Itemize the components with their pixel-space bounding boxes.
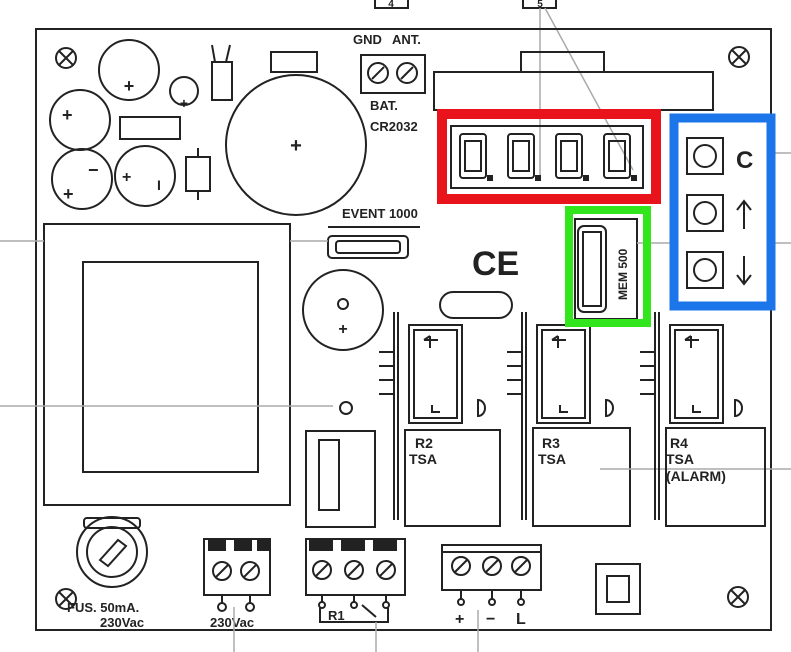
svg-text:TSA: TSA [666, 451, 694, 467]
mem-label: MEM 500 [616, 248, 630, 300]
c-button-label: C [736, 147, 753, 174]
down-arrow-icon [736, 256, 752, 286]
capacitor-small [169, 76, 199, 106]
crystal-oscillator [439, 291, 513, 319]
svg-text:+: + [124, 76, 135, 96]
r1-terminal [305, 538, 406, 623]
gnd-label: GND [353, 32, 382, 47]
square-component [595, 563, 641, 615]
svg-text:+: + [62, 105, 73, 125]
svg-text:R4: R4 [670, 435, 688, 451]
relay-r4: R4 TSA (ALARM) [640, 312, 766, 527]
capacitor-bottom-left [51, 148, 113, 210]
capacitor-mid [49, 89, 111, 151]
battery-cr2032 [225, 74, 367, 216]
cr2032-label: CR2032 [370, 119, 418, 134]
svg-text:+: + [180, 95, 188, 111]
relay-r1 [305, 430, 376, 528]
ant-label: ANT. [392, 32, 421, 47]
svg-text:−: − [88, 160, 99, 180]
digit-3 [555, 133, 589, 181]
fuse-label: FUS. 50mA. [67, 600, 139, 615]
relay-r2: R2 TSA [379, 312, 501, 527]
supply-label: 230Vac [210, 615, 254, 630]
svg-text:TSA: TSA [538, 451, 566, 467]
seven-segment-display [450, 125, 644, 189]
svg-text:R3: R3 [542, 435, 560, 451]
buttons-highlight [669, 113, 776, 311]
relay-r3: R3 TSA [507, 312, 631, 527]
capacitor-bottom-mid [114, 145, 176, 207]
supply-terminal [203, 538, 271, 612]
ce-mark: CE [472, 245, 519, 283]
minus-label: − [486, 611, 495, 628]
fuse-holder [76, 516, 148, 588]
transformer [43, 223, 291, 506]
antenna-terminal [360, 54, 426, 94]
screw-top-right [728, 46, 750, 68]
svg-text:TSA: TSA [409, 451, 437, 467]
up-arrow-icon [736, 199, 752, 229]
digit-1 [459, 133, 493, 181]
svg-text:4: 4 [388, 0, 394, 10]
callout-4: 4 [374, 0, 409, 10]
svg-text:+: + [122, 169, 131, 186]
svg-text:+: + [63, 184, 74, 204]
down-button[interactable] [686, 251, 724, 289]
r1-label: R1 [328, 608, 345, 623]
digit-4 [603, 133, 637, 181]
up-button[interactable] [686, 194, 724, 232]
screw-top-left [55, 47, 77, 69]
svg-text:5: 5 [537, 0, 543, 10]
svg-text:I: I [157, 177, 161, 193]
board-outline [35, 28, 772, 631]
plus-label: + [455, 611, 464, 628]
bat-label: BAT. [370, 98, 398, 113]
fuse-voltage-label: 230Vac [100, 615, 144, 630]
buzzer [302, 269, 384, 351]
svg-text:+: + [290, 135, 302, 157]
screw-bottom-left [55, 588, 77, 610]
screw-bottom-right [727, 586, 749, 608]
c-button[interactable] [686, 137, 724, 175]
svg-text:+: + [338, 321, 347, 338]
capacitor-large [98, 39, 160, 101]
digit-2 [507, 133, 541, 181]
memory-highlight [565, 206, 651, 327]
event-label: EVENT 1000 [342, 206, 418, 221]
display-highlight [437, 109, 661, 204]
svg-text:R2: R2 [415, 435, 433, 451]
event-connector [327, 235, 409, 259]
l-label: L [516, 611, 526, 628]
output-terminal [441, 544, 542, 606]
svg-text:(ALARM): (ALARM) [666, 468, 726, 484]
